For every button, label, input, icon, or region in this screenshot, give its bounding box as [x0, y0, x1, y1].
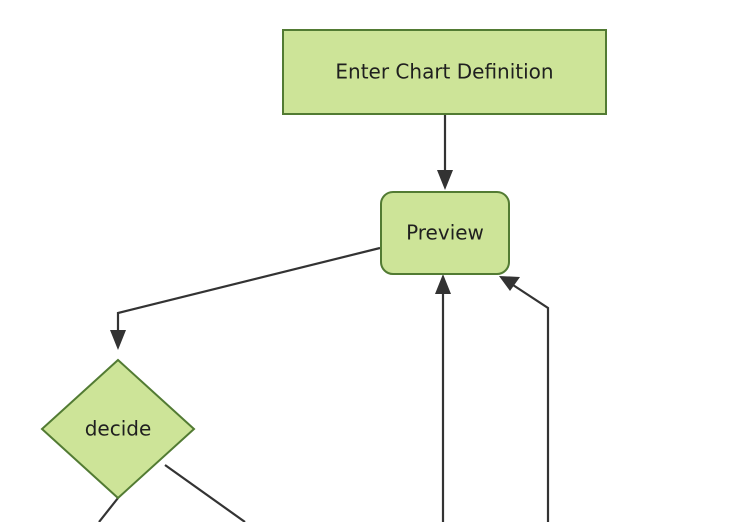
edge-enter-preview — [437, 114, 453, 190]
edge-bottom-center-preview — [435, 274, 451, 522]
edge-bottom-center-preview-arrowhead — [435, 274, 451, 294]
edge-bottom-right-preview-line — [512, 284, 550, 522]
edge-preview-decide — [110, 246, 381, 350]
edge-preview-decide-line — [116, 246, 381, 331]
node-enter-chart-definition-shape[interactable] — [282, 29, 607, 115]
edge-decide-right-line — [164, 464, 246, 522]
edge-bottom-right-preview-arrowhead — [499, 276, 520, 291]
edge-decide-left-line — [98, 497, 119, 522]
edge-preview-decide-arrowhead — [110, 330, 126, 350]
node-enter-chart-definition[interactable]: Enter Chart Definition — [282, 29, 607, 115]
node-preview-shape[interactable] — [380, 191, 510, 275]
edge-enter-preview-arrowhead — [437, 170, 453, 190]
edge-decide-right — [164, 464, 246, 522]
node-decide-label: decide — [85, 417, 152, 441]
edge-bottom-right-preview — [499, 276, 550, 522]
edge-decide-left — [98, 497, 119, 522]
node-preview[interactable]: Preview — [380, 191, 510, 275]
node-preview-label: Preview — [406, 221, 484, 245]
node-decide[interactable]: decide — [40, 358, 196, 500]
node-enter-chart-definition-label: Enter Chart Definition — [335, 60, 553, 84]
node-decide-shape[interactable] — [40, 358, 196, 500]
